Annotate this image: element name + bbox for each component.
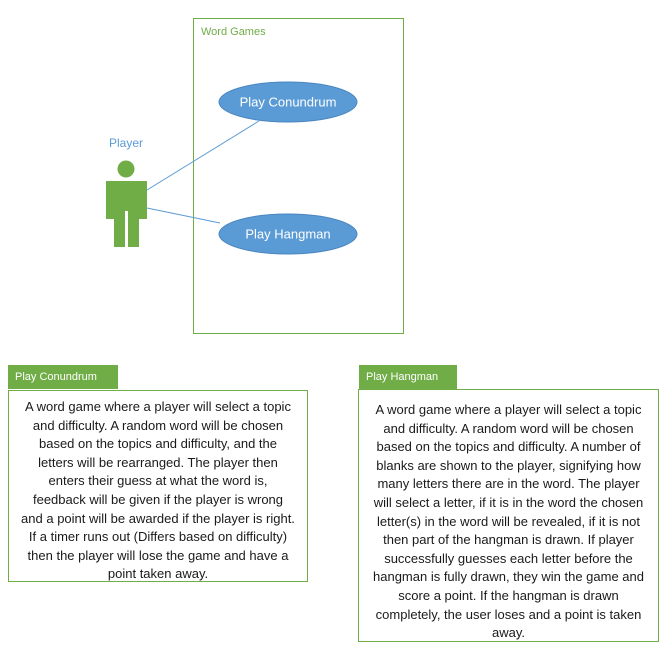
use-case-hangman[interactable]: Play Hangman — [218, 213, 358, 255]
hangman-description: A word game where a player will select a… — [358, 389, 659, 642]
use-case-conundrum[interactable]: Play Conundrum — [218, 81, 358, 123]
actor-player-icon — [106, 160, 147, 247]
system-boundary — [193, 18, 404, 334]
hangman-description-title: Play Hangman — [359, 365, 457, 389]
system-boundary-title: Word Games — [201, 26, 266, 38]
use-case-conundrum-label: Play Conundrum — [240, 95, 337, 110]
conundrum-description-title: Play Conundrum — [8, 365, 118, 389]
actor-label: Player — [109, 136, 143, 150]
conundrum-description: A word game where a player will select a… — [8, 390, 308, 582]
association-line-conundrum — [146, 120, 260, 191]
association-line-hangman — [146, 207, 221, 224]
use-case-hangman-label: Play Hangman — [245, 227, 330, 242]
